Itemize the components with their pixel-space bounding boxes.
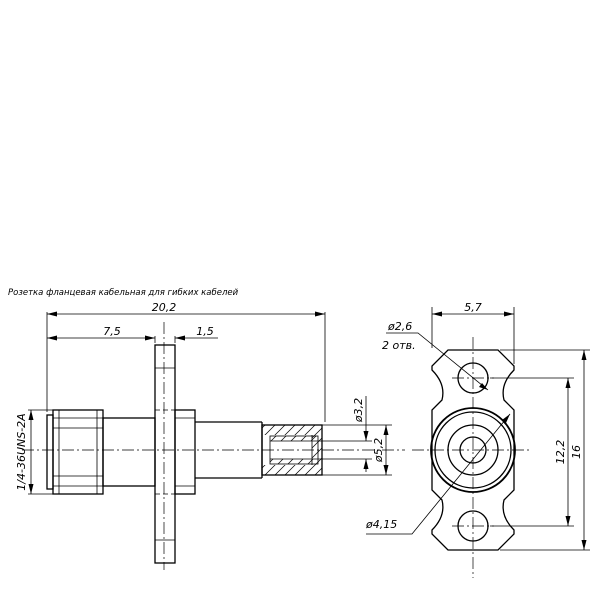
center-pin [459,436,487,464]
dim-body-dia: ø4,15 [365,518,397,531]
dim-flange-offset: 7,5 [103,325,121,338]
threaded-nut [46,409,104,495]
leader-hole-dia [386,332,489,391]
dim-flange-width: 5,7 [464,301,482,314]
front-body [102,417,156,487]
flange-outline [431,349,515,551]
dim-thread: 1/4-36UNS-2A [15,413,28,490]
dim-flange-thickness: 1,5 [196,325,214,338]
drawing-title: Розетка фланцевая кабельная для гибких к… [8,288,239,298]
insulator-ring [447,424,499,476]
side-view: 20,2 7,5 1,5 1/4-36UNS-2A ø3,2 ø5,2 [15,301,405,570]
dim-hole-spacing: 12,2 [554,440,567,465]
leader-body-dia [366,413,511,535]
dim-outer-dia: ø5,2 [372,438,385,463]
dim-flange-height: 16 [570,445,583,459]
dim-inner-dia: ø3,2 [352,398,365,423]
front-view: 5,7 16 12,2 ø2,6 2 отв. ø4,15 [365,301,590,578]
body-outer-ring [430,407,516,493]
flange-side [154,344,196,564]
dim-hole-count: 2 отв. [382,339,416,352]
body-ring [434,411,512,489]
sleeve-section [261,424,323,476]
dim-hole-dia: ø2,6 [387,320,412,333]
dim-overall-length: 20,2 [152,301,177,314]
